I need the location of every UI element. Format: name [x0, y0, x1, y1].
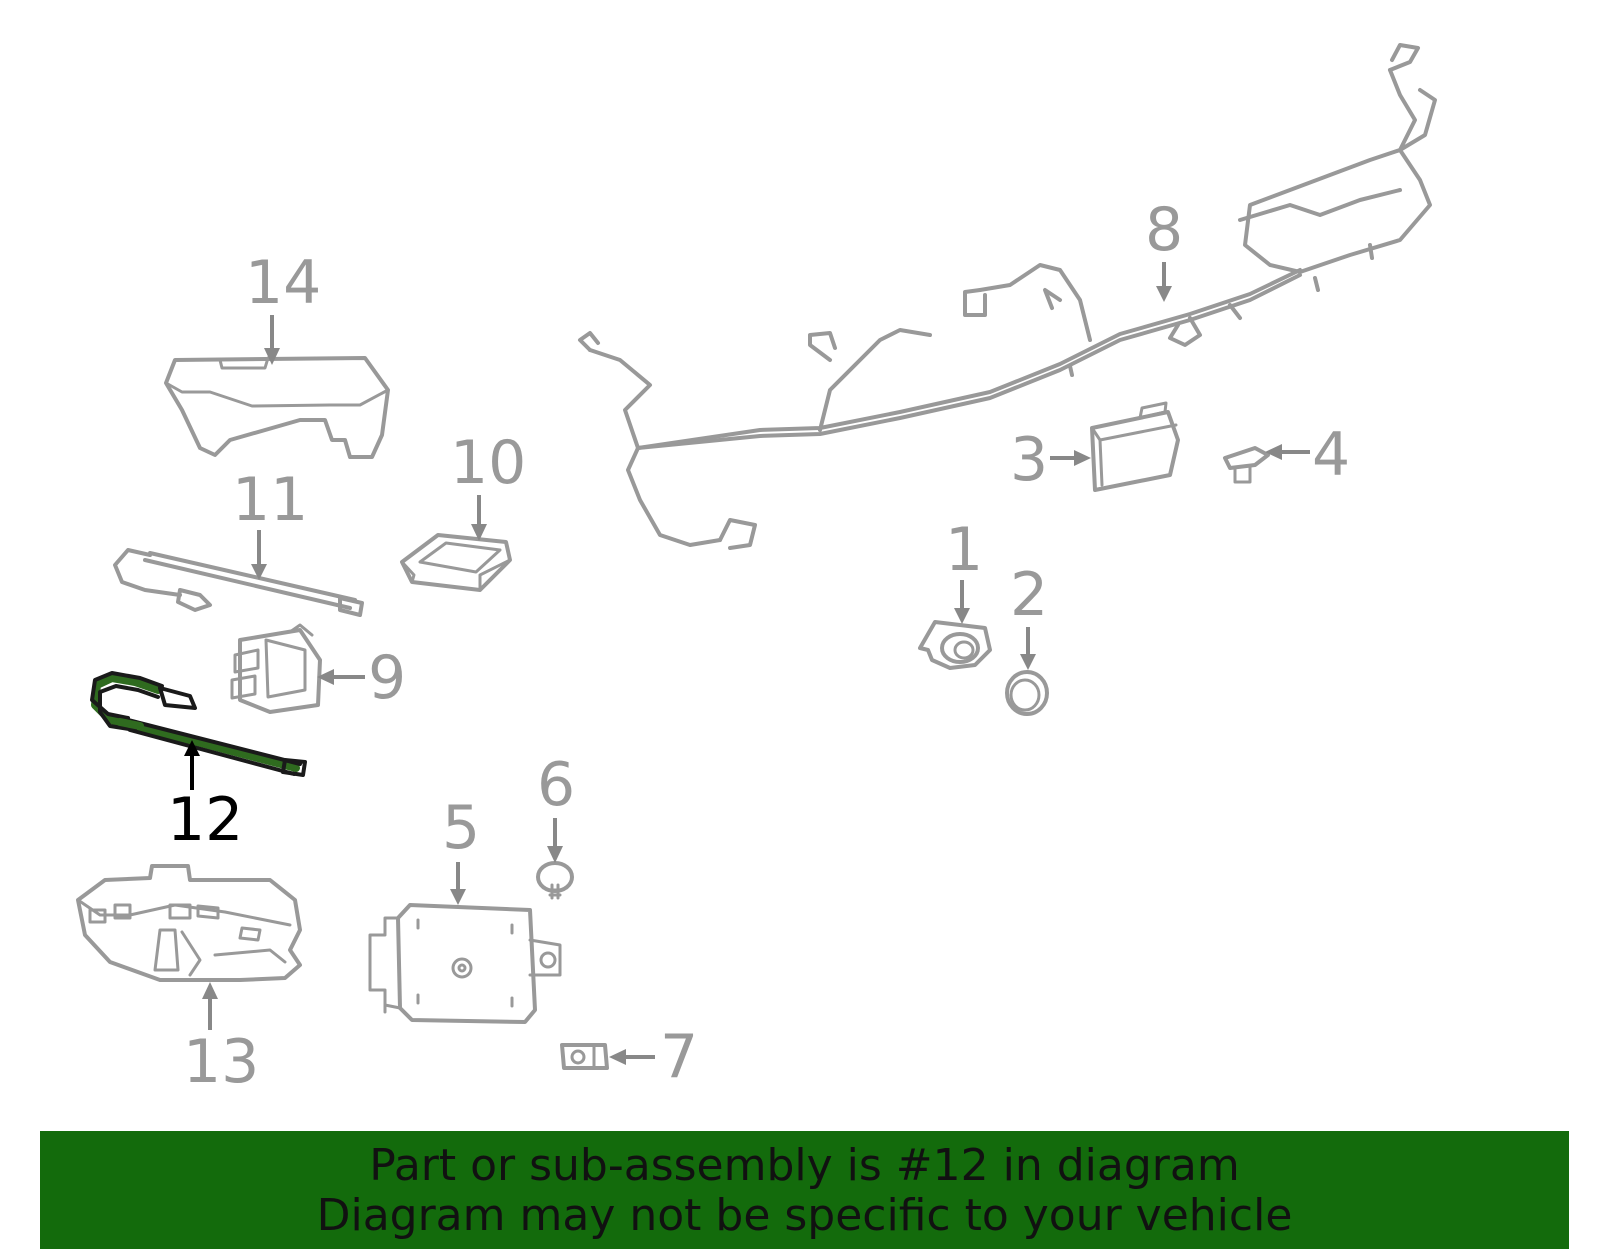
bracket-part-13[interactable]	[76, 864, 302, 982]
callout-label-2: 2	[1010, 560, 1048, 630]
sensor-part-1[interactable]	[918, 620, 992, 670]
sensor-cable-part-12[interactable]	[90, 671, 307, 777]
callout-label-11: 11	[232, 465, 308, 535]
callout-label-9: 9	[368, 643, 406, 713]
callout-label-13: 13	[183, 1027, 259, 1097]
callout-label-8: 8	[1145, 195, 1183, 265]
callout-label-10: 10	[450, 428, 526, 498]
control-module-part-9[interactable]	[230, 623, 322, 714]
sensor-cable-part-11[interactable]	[113, 548, 364, 617]
callout-label-12: 12	[167, 785, 243, 855]
banner-line-disclaimer: Diagram may not be specific to your vehi…	[316, 1190, 1293, 1241]
callout-label-6: 6	[537, 750, 575, 820]
sensor-part-4[interactable]	[1223, 446, 1270, 484]
part-info-banner: Part or sub-assembly is #12 in diagram D…	[40, 1131, 1569, 1249]
module-part-5[interactable]	[368, 903, 562, 1024]
module-part-10[interactable]	[400, 533, 512, 592]
callout-arrows	[184, 262, 1310, 1065]
callout-label-14: 14	[245, 248, 321, 318]
trim-bracket-part-14[interactable]	[164, 356, 390, 459]
callout-label-1: 1	[945, 515, 983, 585]
callout-label-5: 5	[442, 793, 480, 863]
screw-part-6[interactable]	[536, 861, 574, 900]
control-module-part-3[interactable]	[1090, 401, 1180, 492]
callout-label-4: 4	[1312, 420, 1350, 490]
callout-label-7: 7	[660, 1022, 698, 1092]
banner-line-part-number: Part or sub-assembly is #12 in diagram	[369, 1140, 1240, 1191]
clip-part-7[interactable]	[560, 1043, 609, 1070]
sensor-bezel-part-2[interactable]	[1005, 670, 1049, 716]
callout-label-3: 3	[1010, 425, 1048, 495]
wiring-harness-part-8[interactable]	[578, 43, 1437, 550]
callout-labels: 14 11 10 9 12 13 5 6 7 1 2 3 4 8	[167, 195, 1350, 1097]
